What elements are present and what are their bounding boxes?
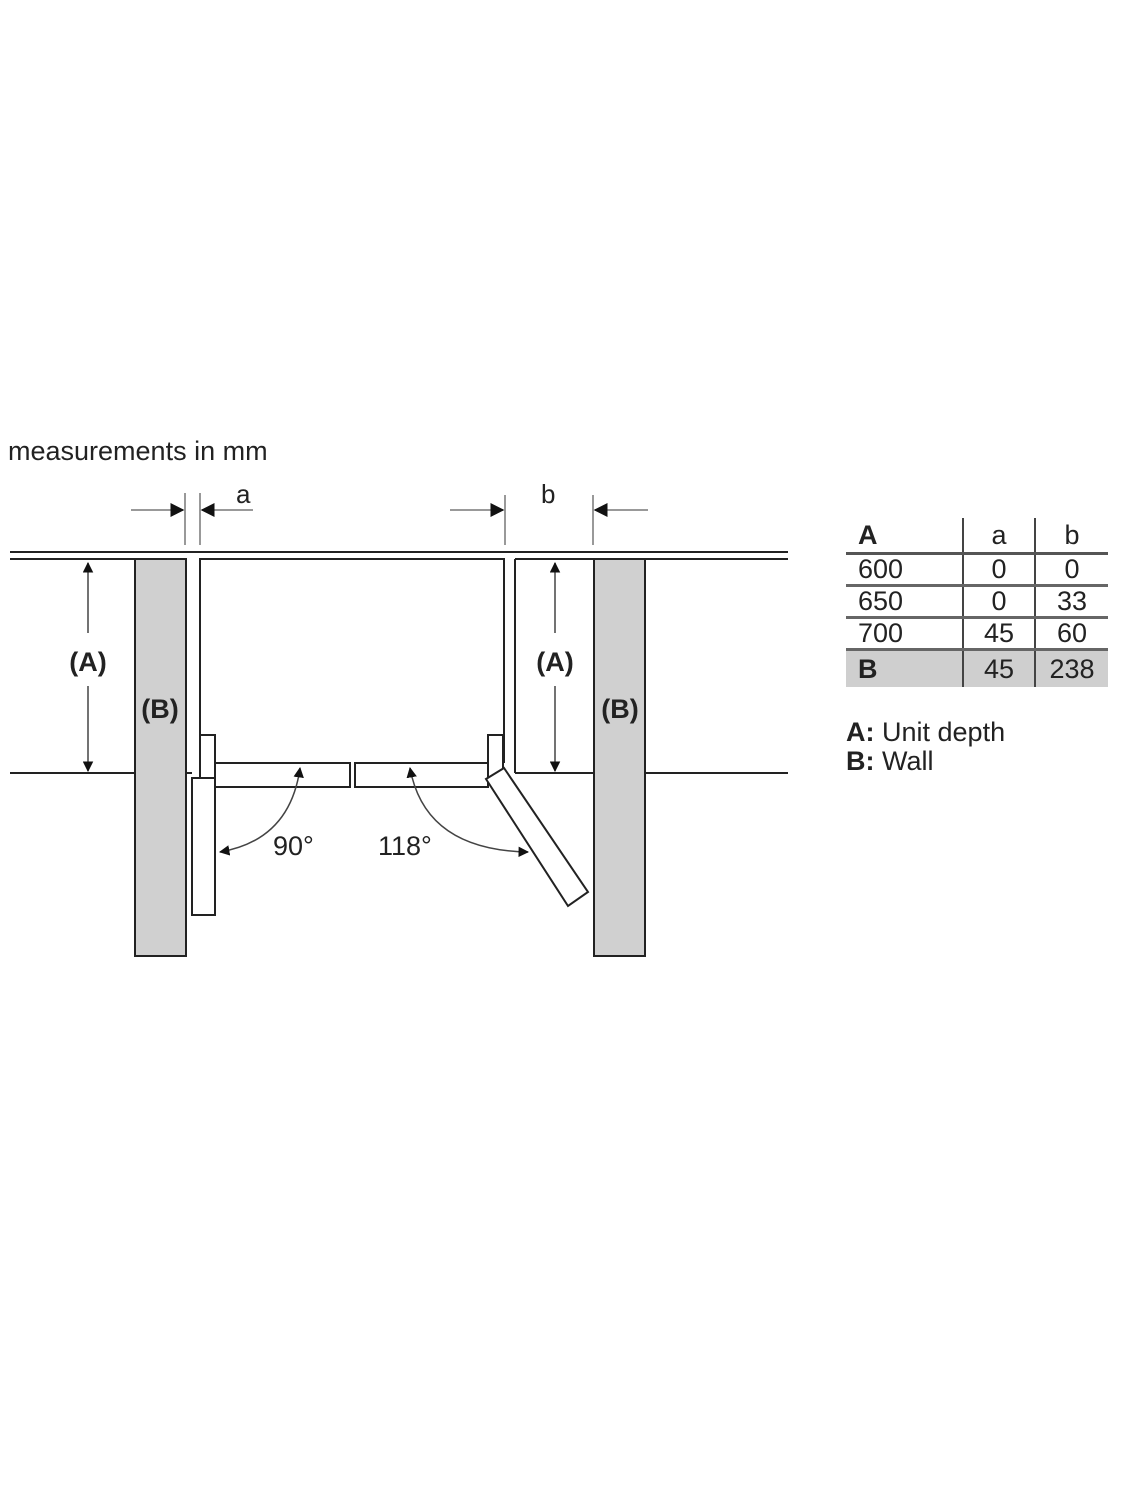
table-row: 700 45 60 <box>846 617 1108 651</box>
depth-label-left: (A) <box>69 647 106 677</box>
left-hinge <box>199 734 216 779</box>
angle-arc-118 <box>406 766 530 858</box>
measurements-caption: measurements in mm <box>8 436 268 466</box>
left-wall <box>134 558 187 957</box>
wall-label-right: (B) <box>601 694 638 724</box>
depth-label-right: (A) <box>536 647 573 677</box>
gap-a-label: a <box>236 479 251 509</box>
legend: A: Unit depth B: Wall <box>846 718 1005 776</box>
appliance-body <box>199 558 505 763</box>
table-row: 600 0 0 <box>846 553 1108 587</box>
angle-118-label: 118° <box>378 831 432 861</box>
clearance-table: A a b 600 0 0 650 0 33 700 45 60 B 45 23… <box>846 518 1108 687</box>
angle-arc-90 <box>218 766 304 856</box>
right-door-open <box>484 766 590 908</box>
right-wall <box>593 558 646 957</box>
angle-90-label: 90° <box>273 831 314 861</box>
wall-label-left: (B) <box>141 694 178 724</box>
legend-item-a: A: Unit depth <box>846 717 1006 747</box>
left-door-open <box>191 777 216 916</box>
right-door-closed <box>354 762 489 788</box>
left-door-closed <box>214 762 351 788</box>
legend-item-b: B: Wall <box>846 746 934 776</box>
table-row: 650 0 33 <box>846 585 1108 619</box>
table-row-wall: B 45 238 <box>846 649 1108 687</box>
gap-b-label: b <box>541 479 555 509</box>
table-header: A a b <box>846 518 1108 555</box>
